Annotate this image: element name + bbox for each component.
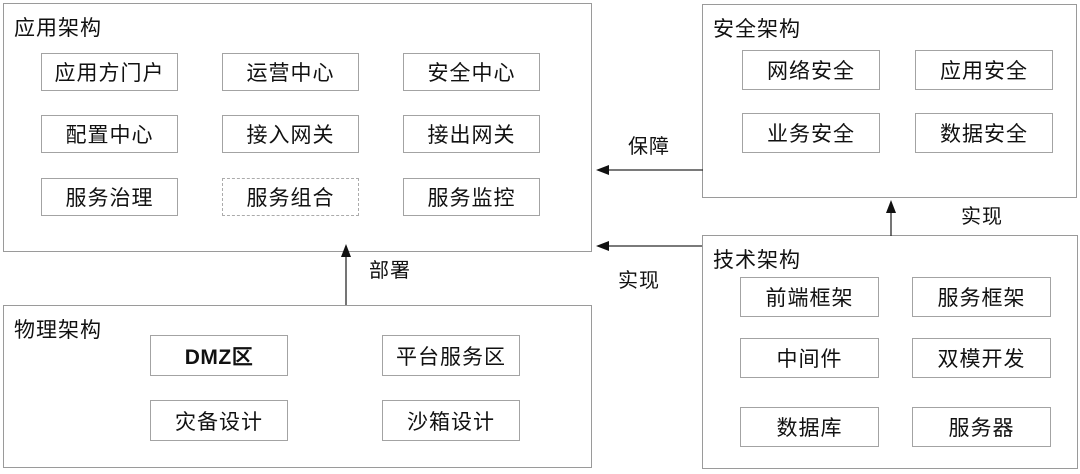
group-physical-architecture: 物理架构 DMZ区 平台服务区 灾备设计 沙箱设计 xyxy=(3,305,592,468)
group-title-security-architecture: 安全架构 xyxy=(713,18,801,41)
node-application-portal: 应用方门户 xyxy=(41,53,178,91)
node-database: 数据库 xyxy=(740,407,879,447)
arrow-physical-to-app xyxy=(341,244,351,305)
group-title-physical-architecture: 物理架构 xyxy=(14,319,102,342)
node-outbound-gateway: 接出网关 xyxy=(403,115,540,153)
arrow-tech-to-app xyxy=(596,241,702,251)
arrow-label-realize-tech-security: 实现 xyxy=(954,204,1010,230)
arrow-label-realize-tech-app: 实现 xyxy=(611,268,667,294)
node-dmz-zone: DMZ区 xyxy=(150,335,288,376)
node-service-monitoring: 服务监控 xyxy=(403,178,540,216)
node-middleware: 中间件 xyxy=(740,338,879,378)
node-platform-service-zone: 平台服务区 xyxy=(382,335,520,376)
node-application-security: 应用安全 xyxy=(915,50,1053,90)
arrow-security-to-app xyxy=(596,165,703,175)
node-network-security: 网络安全 xyxy=(742,50,880,90)
node-sandbox-design: 沙箱设计 xyxy=(382,400,520,441)
node-frontend-framework: 前端框架 xyxy=(740,277,879,317)
arrow-label-deploy: 部署 xyxy=(362,258,418,284)
group-technology-architecture: 技术架构 前端框架 服务框架 中间件 双模开发 数据库 服务器 xyxy=(702,235,1078,469)
group-application-architecture: 应用架构 应用方门户 运营中心 安全中心 配置中心 接入网关 接出网关 服务治理… xyxy=(3,3,592,252)
node-operations-center: 运营中心 xyxy=(222,53,359,91)
node-business-security: 业务安全 xyxy=(742,113,880,153)
node-server: 服务器 xyxy=(912,407,1051,447)
node-service-composition: 服务组合 xyxy=(222,178,359,216)
node-dual-mode-development: 双模开发 xyxy=(912,338,1051,378)
node-config-center: 配置中心 xyxy=(41,115,178,153)
node-disaster-recovery-design: 灾备设计 xyxy=(150,400,288,441)
group-title-application-architecture: 应用架构 xyxy=(14,17,102,40)
arrow-label-safeguard: 保障 xyxy=(621,134,677,160)
node-data-security: 数据安全 xyxy=(915,113,1053,153)
node-service-framework: 服务框架 xyxy=(912,277,1051,317)
arrow-tech-to-security xyxy=(886,200,896,236)
group-title-technology-architecture: 技术架构 xyxy=(713,249,801,272)
group-security-architecture: 安全架构 网络安全 应用安全 业务安全 数据安全 xyxy=(702,4,1077,198)
node-inbound-gateway: 接入网关 xyxy=(222,115,359,153)
node-service-governance: 服务治理 xyxy=(41,178,178,216)
node-security-center: 安全中心 xyxy=(403,53,540,91)
